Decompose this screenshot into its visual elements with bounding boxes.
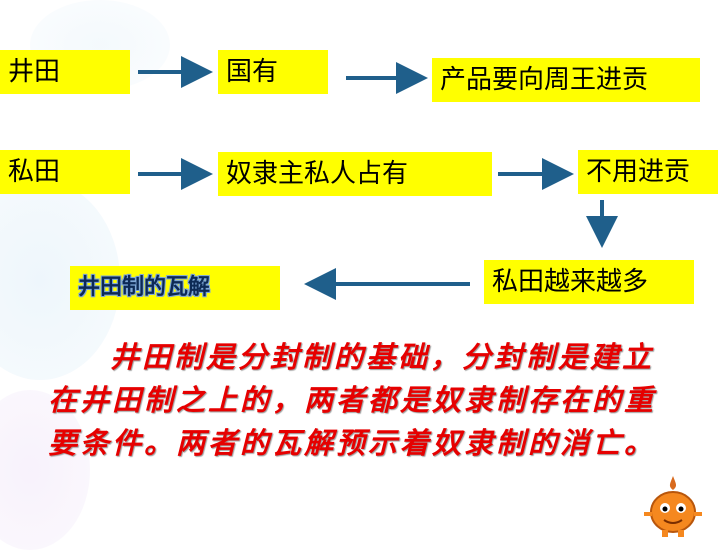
yuelai-box: 私田越来越多 — [484, 260, 694, 304]
sitian-box: 私田 — [0, 150, 130, 194]
cartoon-onion-mascot-icon — [644, 476, 702, 537]
gongfeng-box: 产品要向周王进贡 — [432, 58, 700, 102]
guoyou-box: 国有 — [218, 50, 328, 94]
buyong-box: 不用进贡 — [578, 150, 718, 194]
wajie-box: 井田制的瓦解 — [70, 266, 280, 310]
explanation-paragraph: 井田制是分封制的基础，分封制是建立在井田制之上的，两者都是奴隶制存在的重要条件。… — [48, 340, 657, 460]
jingtian-box: 井田 — [0, 50, 130, 94]
nuli-box: 奴隶主私人占有 — [218, 152, 492, 196]
